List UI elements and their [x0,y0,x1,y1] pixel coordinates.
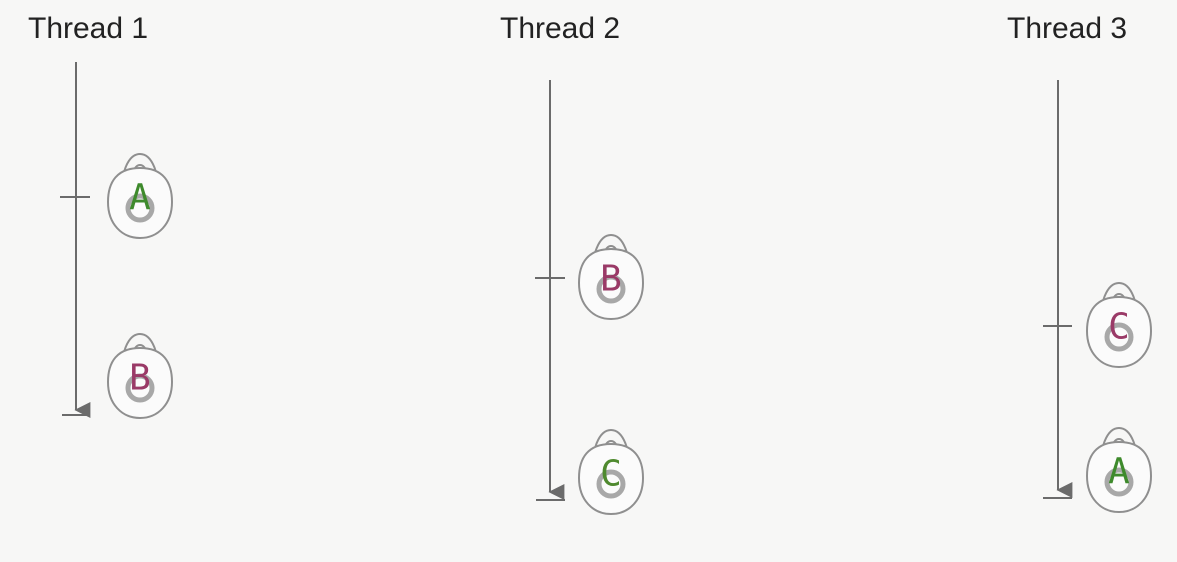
thread-2-column: Thread 2 B C [500,12,645,516]
lock-label-B: B [129,358,151,399]
lock-icon: B [577,233,645,321]
lock-label-A: A [1108,452,1130,493]
lock-icon: A [1085,426,1153,514]
lock-icon: A [106,152,174,240]
lock-icon: C [577,428,645,516]
lock-label-C: C [1108,307,1130,348]
lock-label-C: C [600,454,622,495]
lock-icon: B [106,332,174,420]
thread-3-title: Thread 3 [1007,12,1127,45]
thread-2-title: Thread 2 [500,12,620,45]
lock-label-A: A [129,178,151,219]
lock-label-B: B [600,259,622,300]
lock-icon: C [1085,281,1153,369]
thread-3-column: Thread 3 C A [1007,12,1153,514]
thread-1-title: Thread 1 [28,12,148,45]
thread-1-column: Thread 1 A B [28,12,174,420]
